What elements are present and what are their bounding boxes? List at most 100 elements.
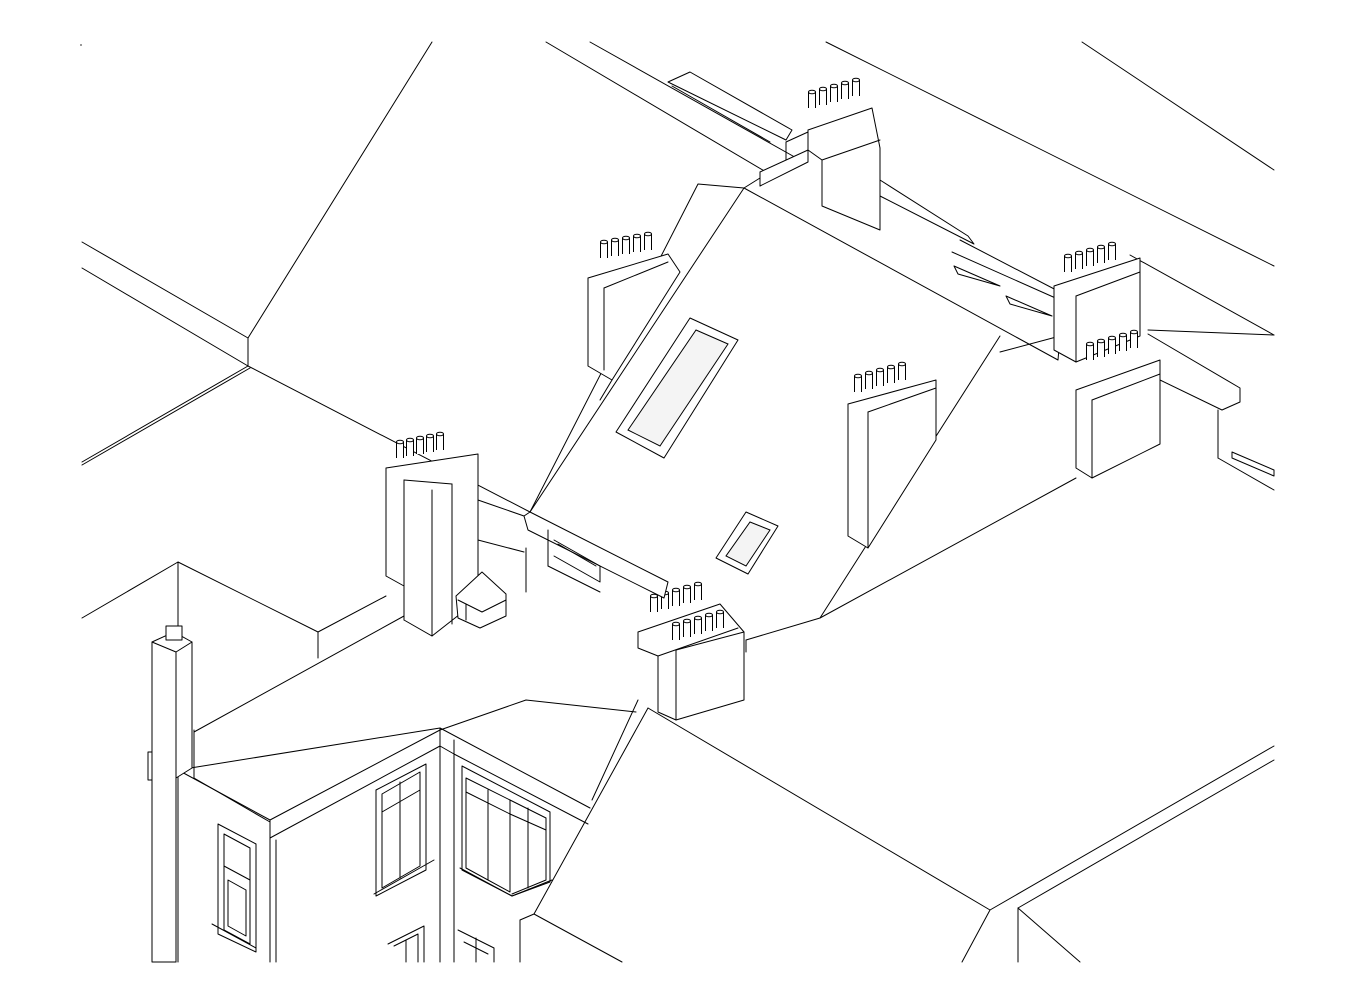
- chimney-lower-pair: [637, 603, 745, 721]
- chimney-pot: [611, 239, 619, 256]
- chimney-pot-top: [416, 435, 424, 441]
- chimney-pot-top: [1097, 244, 1105, 250]
- lower-left-building: [177, 727, 591, 963]
- chimney-pot-top: [1086, 247, 1094, 253]
- chimney-pot: [694, 583, 702, 600]
- chimney-pot-top: [396, 439, 404, 445]
- chimney-pot-top: [841, 80, 849, 86]
- lower-flat-roof: [81, 547, 747, 801]
- chimney-pot-top: [672, 587, 680, 593]
- chimney-pot-top: [436, 431, 444, 437]
- chimney-pot-top: [600, 239, 608, 245]
- chimney-pot: [694, 617, 702, 634]
- left-flue: [147, 625, 193, 963]
- chimney-pot: [1097, 246, 1105, 263]
- chimney-pot-top: [1097, 338, 1105, 344]
- chimney-pot-top: [683, 584, 691, 590]
- chimney-top-centre: [759, 107, 881, 231]
- chimney-pot: [854, 375, 862, 392]
- chimney-pot-top: [611, 237, 619, 243]
- chimney-pot: [416, 437, 424, 454]
- chimney-pot-top: [808, 89, 816, 95]
- chimney-pot-top: [644, 231, 652, 237]
- chimney-pot-top: [1119, 332, 1127, 338]
- chimney-right-lower: [1075, 359, 1161, 479]
- skylight-large: [615, 317, 739, 459]
- chimney-upper-left: [587, 253, 681, 381]
- window-left-wall: [211, 823, 257, 953]
- chimney-pot: [436, 433, 444, 450]
- chimney-pot-top: [876, 367, 884, 373]
- chimney-pot-top: [705, 612, 713, 618]
- chimney-pot-top: [898, 361, 906, 367]
- chimney-pots: [396, 77, 1138, 640]
- chimney-pot-top: [406, 437, 414, 443]
- chimney-pot-top: [819, 86, 827, 92]
- chimney-pot-top: [1130, 329, 1138, 335]
- chimney-pot: [1119, 334, 1127, 351]
- chimney-pot-top: [865, 370, 873, 376]
- chimney-pot: [705, 614, 713, 631]
- chimney-pot-top: [1086, 341, 1094, 347]
- chimney-pot: [716, 611, 724, 628]
- chimney-pot-top: [694, 615, 702, 621]
- skylight-small: [715, 511, 779, 575]
- chimney-pot: [426, 435, 434, 452]
- roof-vent-hood: [455, 571, 507, 629]
- chimney-pot: [887, 366, 895, 383]
- chimney-pot-top: [852, 77, 860, 83]
- chimney-pot: [876, 369, 884, 386]
- chimney-pot-top: [633, 233, 641, 239]
- chimney-pot-top: [854, 373, 862, 379]
- chimney-pot: [1108, 243, 1116, 260]
- chimney-pot-top: [716, 609, 724, 615]
- window-lower-right: [457, 929, 495, 963]
- chimney-pot-top: [672, 621, 680, 627]
- chimney-pot: [1108, 337, 1116, 354]
- chimney-pot: [1064, 255, 1072, 272]
- chimney-tall-left: [385, 453, 479, 637]
- middle-parapet: [477, 499, 669, 599]
- chimney-pot: [1130, 331, 1138, 348]
- chimney-pot: [1086, 249, 1094, 266]
- chimney-pot: [683, 620, 691, 637]
- top-ridge-lines: [545, 41, 1275, 336]
- chimney-pot: [830, 85, 838, 102]
- chimney-pot: [633, 235, 641, 252]
- window-lower-left: [387, 925, 425, 963]
- chimney-centre: [847, 379, 937, 549]
- chimney-pot-top: [830, 83, 838, 89]
- chimney-pot: [672, 623, 680, 640]
- chimney-pot: [622, 237, 630, 254]
- chimney-pot: [644, 233, 652, 250]
- chimney-pot: [406, 439, 414, 456]
- chimney-pot: [683, 586, 691, 603]
- chimney-pot: [1097, 340, 1105, 357]
- chimney-pot-top: [887, 364, 895, 370]
- chimney-pot-top: [694, 581, 702, 587]
- chimney-pot: [898, 363, 906, 380]
- chimney-pot: [865, 372, 873, 389]
- chimney-pot-top: [426, 433, 434, 439]
- chimney-pot: [1086, 343, 1094, 360]
- chimney-pot: [819, 88, 827, 105]
- chimney-pot-top: [1064, 253, 1072, 259]
- chimney-pot-top: [650, 593, 658, 599]
- chimney-pot: [672, 589, 680, 606]
- chimney-pot-top: [1075, 250, 1083, 256]
- central-roof-plane: [529, 177, 1077, 641]
- chimney-pot: [841, 82, 849, 99]
- chimney-pot: [396, 441, 404, 458]
- chimney-pot-top: [1108, 241, 1116, 247]
- chimney-pot: [650, 595, 658, 612]
- window-bay: [459, 765, 553, 897]
- chimney-pot: [808, 91, 816, 108]
- chimney-pot: [1075, 252, 1083, 269]
- window-front-upper-left: [373, 763, 435, 897]
- upper-left-roof: [81, 41, 531, 513]
- chimney-pot-top: [683, 618, 691, 624]
- chimney-pot: [852, 79, 860, 96]
- lower-right-roof: [519, 707, 1275, 963]
- chimney-pot-top: [622, 235, 630, 241]
